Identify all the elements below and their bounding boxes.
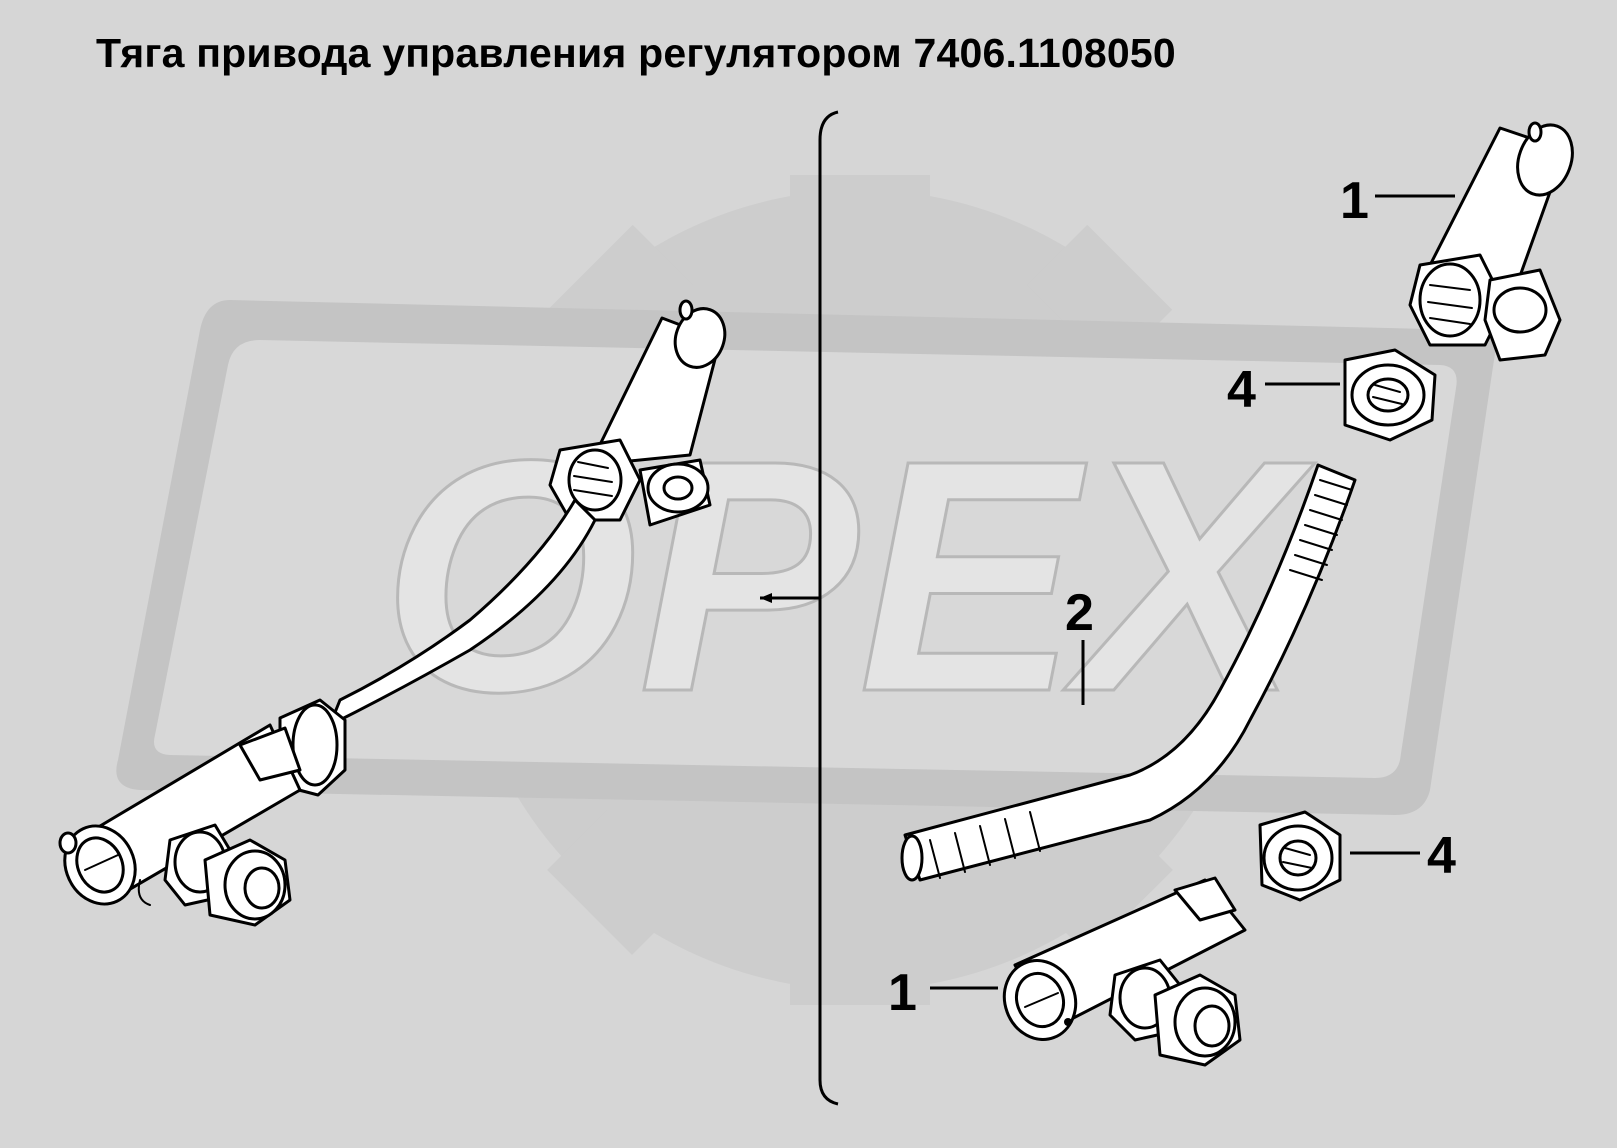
part-4-bottom-nut — [1258, 810, 1342, 902]
divider-bracket — [818, 110, 839, 1106]
callout-4-top: 4 — [1227, 361, 1256, 419]
assembled-lower-tip — [58, 723, 302, 927]
callout-1-bottom: 1 — [888, 964, 917, 1022]
assembled-rod — [58, 299, 727, 927]
part-1-bottom-tip — [1002, 876, 1247, 1067]
callout-2: 2 — [1065, 584, 1094, 642]
callout-1-top: 1 — [1340, 172, 1369, 230]
part-2-rod — [900, 463, 1357, 882]
part-4-top-nut — [1343, 348, 1437, 442]
assembly-pointer-arrow — [760, 593, 772, 603]
page-title: Тяга привода управления регулятором 7406… — [96, 30, 1176, 76]
assembled-upper-tip — [548, 299, 727, 527]
watermark-frame-inner — [154, 340, 1457, 778]
part-1-top-tip — [1408, 121, 1574, 362]
callout-4-bottom: 4 — [1427, 827, 1456, 885]
